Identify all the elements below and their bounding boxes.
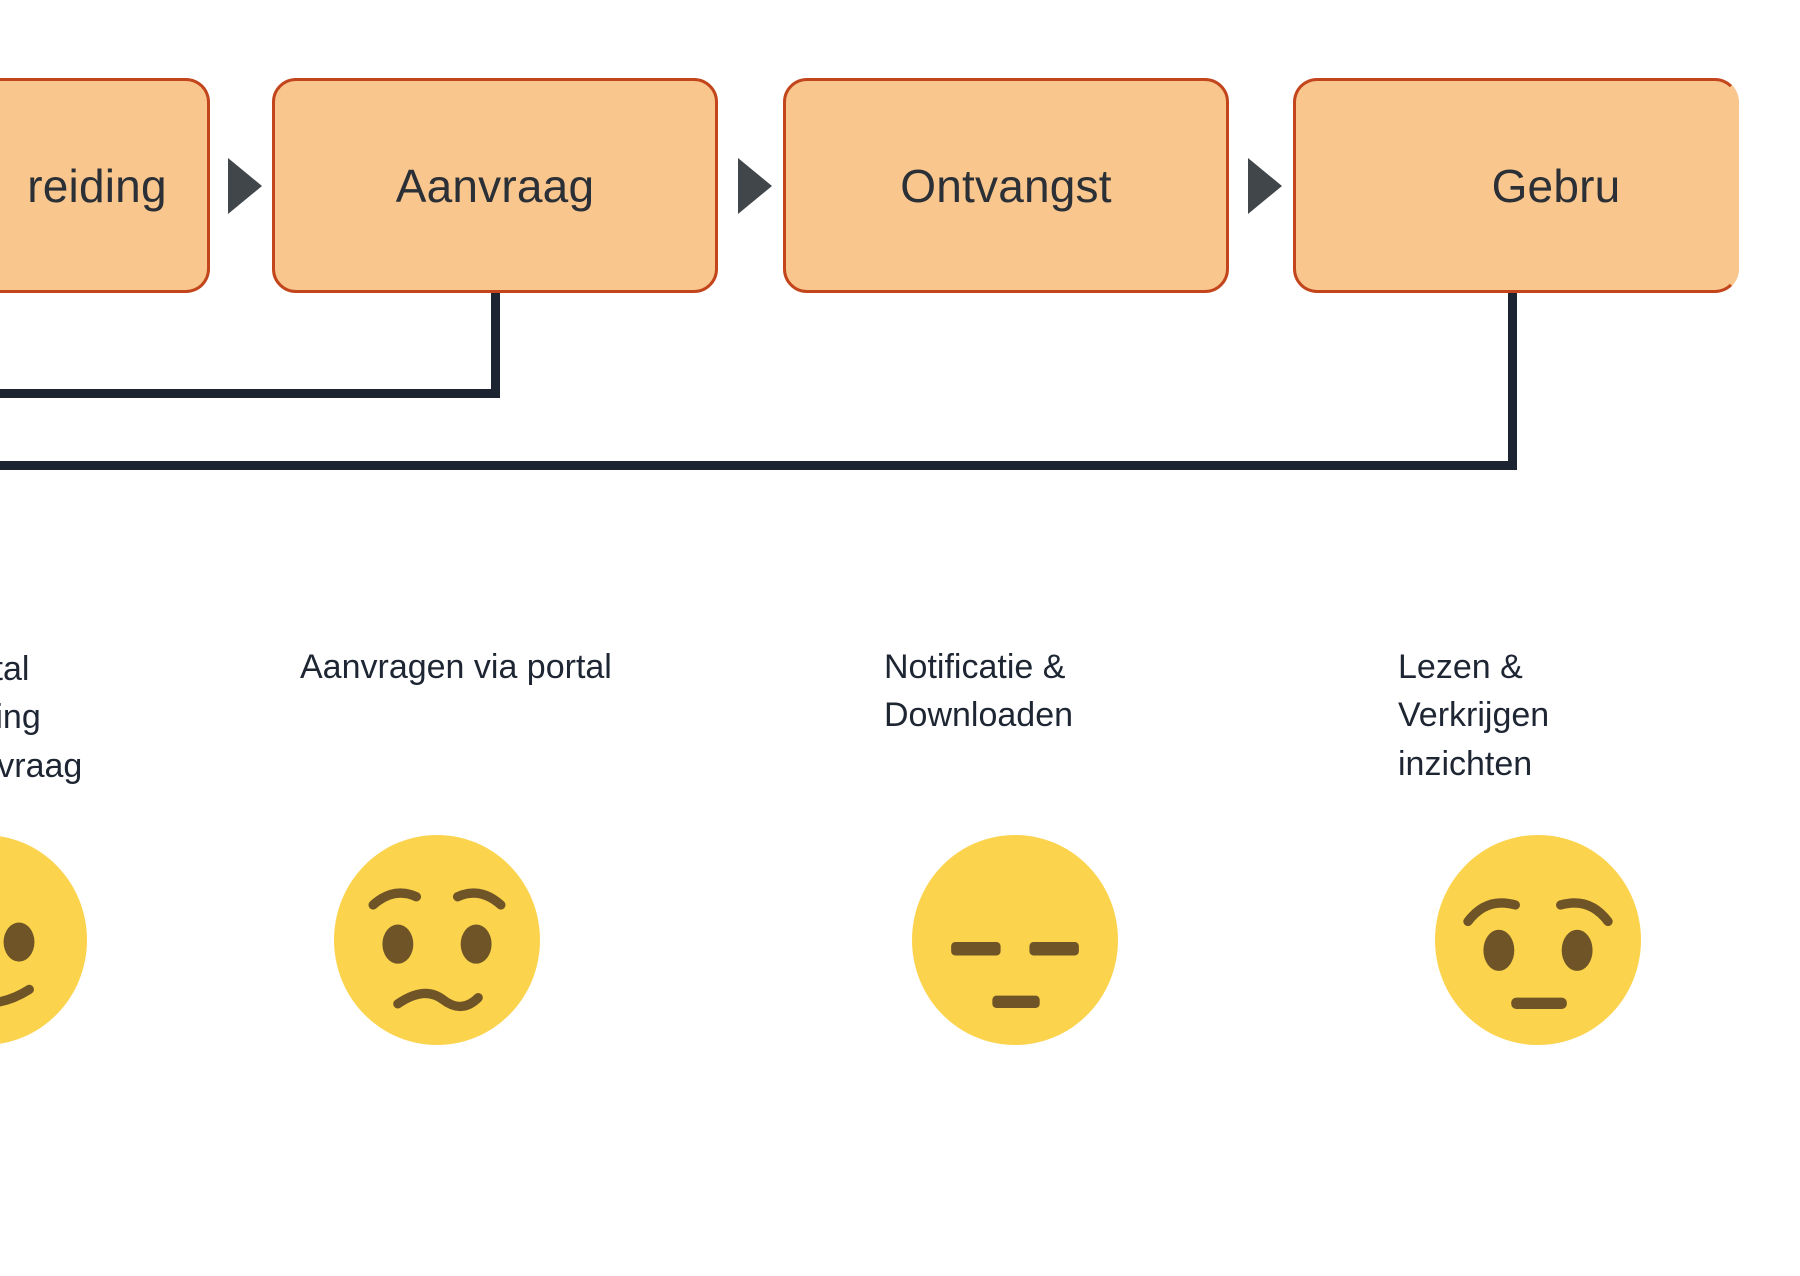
process-box-label: Aanvraag [395, 159, 595, 212]
arrow-right-icon [1248, 158, 1282, 214]
caption-line: inzichten [1398, 744, 1533, 783]
expressionless-face-icon [912, 834, 1118, 1051]
process-box-gebruik[interactable]: Gebru [1293, 78, 1739, 293]
caption-voorbereiding: n portal ordering ijgen vraag [0, 645, 82, 790]
process-box-label: Gebru [1491, 159, 1621, 212]
feedback-connector-horizontal [0, 461, 1517, 470]
process-box-aanvraag[interactable]: Aanvraag [272, 78, 718, 293]
process-box-voorbereiding[interactable]: reiding [0, 78, 210, 293]
feedback-connector-horizontal [0, 389, 500, 398]
caption-line: Aanvragen via portal [300, 648, 612, 686]
caption-line: Verkrijgen [1398, 696, 1550, 735]
arrow-right-icon [228, 158, 262, 214]
process-box-ontvangst[interactable]: Ontvangst [783, 78, 1229, 293]
caption-line: Lezen & [1398, 648, 1523, 686]
feedback-connector-vertical [491, 293, 500, 398]
arrow-right-icon [738, 158, 772, 214]
caption-line: Notificatie & [884, 648, 1066, 686]
caption-line: ijgen vraag [0, 746, 83, 785]
feedback-connector-vertical [1508, 293, 1517, 470]
caption-line: Downloaden [884, 696, 1074, 735]
smirking-winking-face-icon [0, 836, 87, 1051]
process-box-label: reiding [27, 159, 167, 212]
caption-line: n portal [0, 650, 30, 688]
caption-ontvangst: Notificatie & Downloaden [884, 643, 1073, 740]
confused-face-icon [334, 834, 540, 1051]
process-box-label: Ontvangst [900, 159, 1112, 212]
caption-gebruik: Lezen & Verkrijgen inzichten [1398, 643, 1549, 788]
caption-aanvraag: Aanvragen via portal [300, 643, 612, 691]
caption-line: ordering [0, 698, 41, 737]
worried-face-icon [1435, 834, 1641, 1051]
